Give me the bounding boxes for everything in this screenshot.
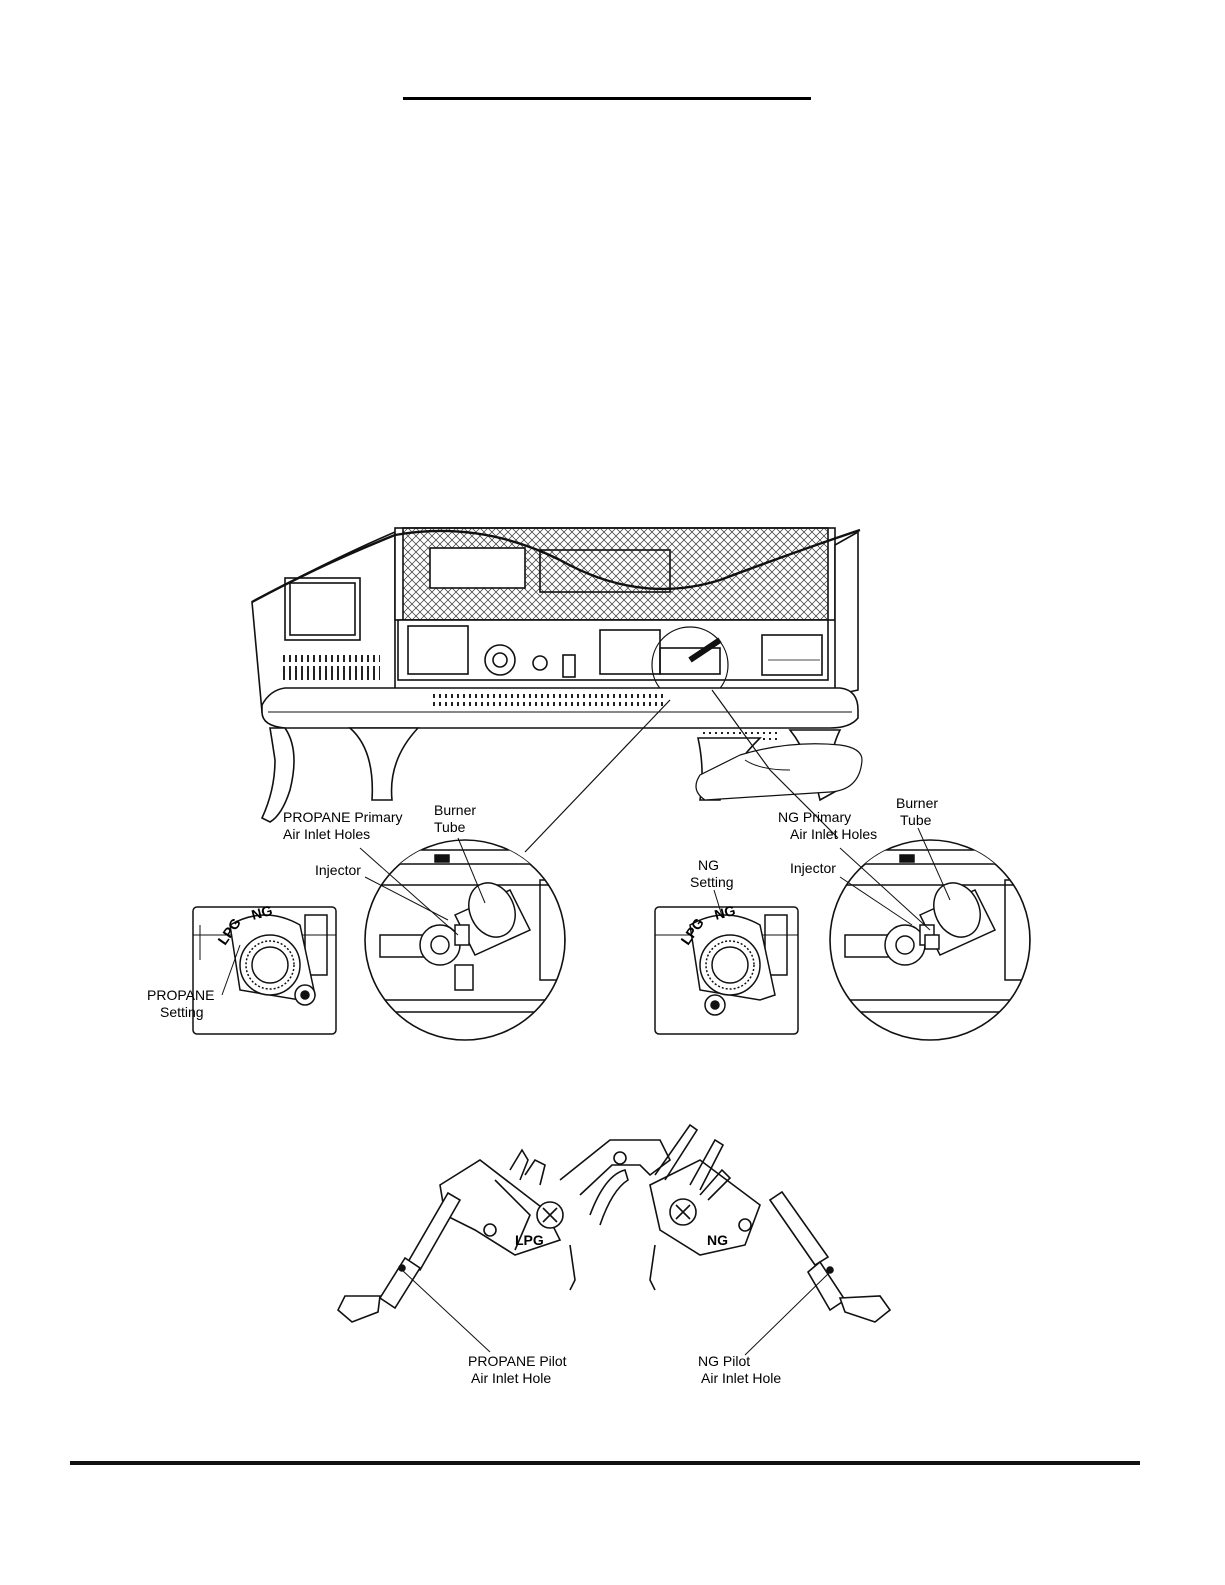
pilot-ng-mark: NG: [707, 1232, 728, 1248]
ng-primary-label-line1: NG Primary: [778, 809, 851, 825]
propane-burner-detail: [360, 840, 580, 1040]
propane-setting-label-line2: Setting: [160, 1004, 204, 1020]
injector-left-label: Injector: [315, 862, 361, 878]
footer-rule: [70, 1461, 1140, 1465]
ng-setting-label-line1: NG: [698, 857, 719, 873]
callout-lines-pilot: [402, 1270, 830, 1355]
ng-setting-label-line2: Setting: [690, 874, 734, 890]
ng-burner-detail: [825, 840, 1045, 1040]
injector-right-label: Injector: [790, 860, 836, 876]
burner-tube-right-label-line2: Tube: [900, 812, 932, 828]
ng-pilot-label-line1: NG Pilot: [698, 1353, 750, 1369]
propane-primary-label-line2: Air Inlet Holes: [283, 826, 370, 842]
burner-tube-left-label-line1: Burner: [434, 802, 476, 818]
propane-primary-label-line1: PROPANE Primary: [283, 809, 403, 825]
propane-knob-detail: [193, 907, 336, 1034]
burner-tube-right-label-line1: Burner: [896, 795, 938, 811]
propane-pilot-label-line2: Air Inlet Hole: [471, 1370, 551, 1386]
ng-pilot-label-line2: Air Inlet Hole: [701, 1370, 781, 1386]
pilot-lpg-mark: LPG: [515, 1232, 544, 1248]
ng-knob-detail: [655, 907, 798, 1034]
propane-setting-label-line1: PROPANE: [147, 987, 214, 1003]
propane-pilot-label-line1: PROPANE Pilot: [468, 1353, 567, 1369]
pilot-assembly-illustration: [338, 1125, 890, 1322]
burner-tube-left-label-line2: Tube: [434, 819, 466, 835]
stove-illustration: [252, 528, 862, 822]
ng-primary-label-line2: Air Inlet Holes: [790, 826, 877, 842]
